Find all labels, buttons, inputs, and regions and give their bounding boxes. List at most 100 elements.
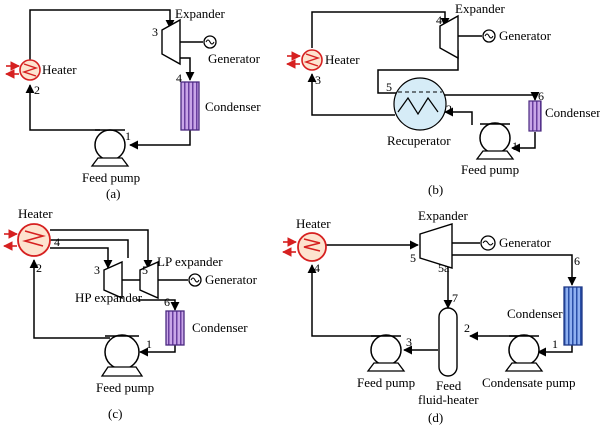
state-point-6: 6 [574, 254, 580, 268]
feed-pump-label: Feed pump [82, 170, 140, 185]
state-point-1: 1 [512, 139, 518, 153]
pipe-pump-to-heater [29, 259, 110, 339]
generator-label: Generator [499, 235, 552, 250]
state-point-1: 1 [125, 129, 131, 143]
expander [439, 14, 482, 60]
generator-label: Generator [205, 272, 258, 287]
heater [3, 223, 51, 257]
pipe-heater-to-expander [29, 9, 175, 60]
pipe-expander-to-condenser [452, 254, 577, 286]
state-point-2: 2 [36, 261, 42, 275]
state-point-2: 2 [446, 102, 452, 116]
state-point-2: 2 [464, 321, 470, 335]
panel-b: Heater Expander Generator Recuperator Co… [286, 1, 600, 197]
pipe-heater-to-lp-branch [50, 229, 153, 269]
condenser-label: Condenser [205, 99, 261, 114]
state-point-6: 6 [164, 295, 170, 309]
condenser-label: Condenser [545, 105, 600, 120]
caption-a: (a) [106, 186, 120, 201]
caption-c: (c) [108, 406, 122, 421]
state-point-5: 5 [386, 80, 392, 94]
generator [188, 273, 202, 287]
state-point-6: 6 [538, 89, 544, 103]
pipe-condenser-to-pump [139, 345, 176, 357]
pipe-heater-to-hp-branch [46, 239, 129, 258]
hp-expander [103, 260, 140, 300]
state-point-3: 3 [94, 263, 100, 277]
condenser [528, 100, 542, 132]
state-point-4: 4 [314, 261, 320, 275]
generator [482, 29, 496, 43]
pipe-condenser-to-pump [511, 132, 536, 153]
panel-a: Heater Expander Generator Condenser Feed… [5, 6, 261, 201]
expander-label: Expander [175, 6, 225, 21]
feed-pump [366, 334, 406, 372]
heater-label: Heater [18, 206, 53, 221]
state-point-1: 1 [146, 337, 152, 351]
heater [286, 49, 323, 71]
pipe-recuperator-to-heater [307, 73, 395, 116]
generator-label: Generator [208, 51, 261, 66]
pipe-expander-to-condenser [136, 299, 180, 311]
feed-pump-label: Feed pump [357, 375, 415, 390]
heater [282, 232, 327, 262]
condensate-pump [504, 334, 544, 372]
pipe-heater-to-hp-expander [50, 247, 113, 269]
condenser [563, 286, 583, 346]
feed-pump [100, 334, 144, 377]
condenser-label: Condenser [507, 306, 563, 321]
feed-pump [475, 122, 515, 160]
state-point-5: 5 [142, 263, 148, 277]
expander-label: Expander [455, 1, 505, 16]
panel-d: Heater Expander Generator Condenser Feed… [282, 208, 583, 425]
condensate-pump-label: Condensate pump [482, 375, 576, 390]
hp-expander-label: HP expander [75, 290, 143, 305]
heater [5, 59, 41, 81]
state-point-4: 4 [436, 13, 442, 27]
pipe-expander-to-condenser [180, 57, 195, 81]
expander-label: Expander [418, 208, 468, 223]
pipe-condenser-to-condensate-pump [537, 345, 573, 357]
pipe-expander-to-recuperator [377, 50, 459, 98]
state-point-3: 3 [315, 73, 321, 87]
panel-c: Heater HP expander LP expander Generator… [3, 206, 258, 421]
state-point-3: 3 [406, 335, 412, 349]
state-point-1: 1 [552, 337, 558, 351]
recuperator [393, 77, 447, 131]
feed-pump-label: Feed pump [461, 162, 519, 177]
state-point-4: 4 [176, 71, 182, 85]
condenser [165, 310, 185, 346]
pipe-pump-to-heater [25, 84, 100, 131]
pipe-feed-pump-to-heater [307, 264, 380, 337]
feed-pump-label: Feed pump [96, 380, 154, 395]
state-point-5a: 5a [438, 261, 450, 275]
feed-fluid-heater-label-line1: Feed [436, 378, 462, 393]
state-point-3: 3 [152, 25, 158, 39]
recuperator-label: Recuperator [387, 133, 451, 148]
pipe-recuperator-to-condenser [440, 91, 540, 101]
lp-expander [139, 260, 188, 300]
condenser [180, 81, 200, 131]
feed-fluid-heater-label-line2: fluid-heater [418, 392, 479, 407]
heater-label: Heater [42, 62, 77, 77]
expander [419, 223, 480, 269]
state-point-5: 5 [410, 251, 416, 265]
heater-label: Heater [325, 52, 360, 67]
state-point-4: 4 [54, 235, 60, 249]
feed-pump [90, 129, 130, 167]
state-point-2: 2 [34, 83, 40, 97]
lp-expander-label: LP expander [157, 254, 223, 269]
heater-label: Heater [296, 216, 331, 231]
generator-label: Generator [499, 28, 552, 43]
state-point-7: 7 [452, 291, 458, 305]
expander [161, 18, 203, 66]
generator [480, 235, 496, 251]
feed-fluid-heater [438, 307, 458, 377]
caption-d: (d) [428, 410, 443, 425]
caption-b: (b) [428, 182, 443, 197]
pipe-heater-to-expander [311, 11, 450, 48]
condenser-label: Condenser [192, 320, 248, 335]
pipe-condenser-to-pump [129, 130, 191, 150]
generator [203, 35, 217, 49]
